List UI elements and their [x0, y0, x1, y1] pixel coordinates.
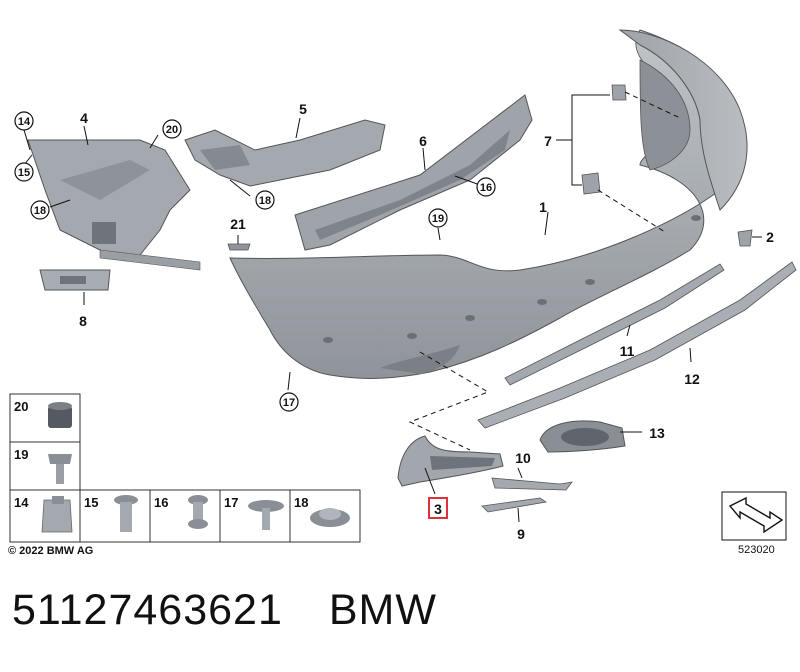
callout-9: 9 [517, 526, 525, 542]
trim-strip-part-11 [504, 263, 725, 386]
upper-bracket-part-5 [184, 119, 386, 187]
dashed-guide-lines [408, 91, 681, 451]
diagram-id: 523020 [738, 544, 775, 556]
left-bumper-bracket [27, 139, 201, 271]
flange-nut-icon [310, 508, 350, 527]
view-direction-icon [721, 491, 787, 541]
clip-part-8 [39, 269, 111, 291]
trim-part-9 [481, 497, 548, 513]
footer-caption: 51127463621 BMW [12, 586, 437, 635]
circled-callout-19: 19 [428, 208, 448, 228]
callout-3: 3 [434, 501, 442, 517]
callout-10: 10 [515, 450, 531, 466]
reflector-trim-part-3 [397, 435, 504, 487]
circled-callout-17: 17 [279, 392, 299, 412]
leader-lines [23, 94, 762, 523]
callout-6: 6 [419, 133, 427, 149]
legend-label-14: 14 [14, 495, 29, 510]
clip-nut-icon [41, 496, 73, 533]
legend-label-18: 18 [294, 495, 308, 510]
svg-text:14: 14 [18, 116, 31, 128]
brand-name: BMW [328, 586, 437, 634]
rivet-16-icon [188, 495, 208, 529]
part-number: 51127463621 [12, 586, 283, 634]
callout-11: 11 [620, 343, 635, 359]
copyright: © 2022 BMW AG [8, 545, 93, 557]
push-clip-17-icon [248, 500, 284, 530]
legend-label-20: 20 [14, 399, 28, 414]
cover-part-2 [737, 229, 753, 247]
svg-text:20: 20 [166, 124, 178, 136]
callout-5: 5 [299, 101, 307, 117]
legend-label-17: 17 [224, 495, 238, 510]
svg-text:19: 19 [432, 213, 444, 225]
screw-15-icon [114, 495, 138, 532]
bracket-part-21 [227, 243, 251, 251]
circled-callout-18-left: 18 [30, 200, 50, 220]
legend-label-16: 16 [154, 495, 168, 510]
callout-13: 13 [649, 425, 665, 441]
callout-21: 21 [230, 216, 246, 232]
callout-3-highlighted: 3 [428, 497, 448, 519]
svg-text:17: 17 [283, 397, 295, 409]
rear-bumper-cover [229, 29, 748, 379]
callout-12: 12 [684, 371, 700, 387]
circled-callout-18-right: 18 [255, 190, 275, 210]
bumper-carrier-part-6 [294, 94, 533, 251]
mounting-parts-7 [581, 84, 627, 195]
circled-callout-20: 20 [162, 119, 182, 139]
diffuser-part-12 [477, 261, 797, 429]
svg-text:18: 18 [34, 205, 46, 217]
rubber-buffer-icon [48, 402, 72, 428]
svg-text:15: 15 [18, 167, 30, 179]
screw-19-icon [48, 454, 72, 484]
circled-callout-15: 15 [14, 162, 34, 182]
callout-2: 2 [766, 229, 774, 245]
callout-7: 7 [544, 133, 552, 149]
exhaust-trim-part-13 [539, 420, 626, 453]
legend-label-19: 19 [14, 447, 28, 462]
svg-text:16: 16 [480, 182, 492, 194]
svg-text:18: 18 [259, 195, 271, 207]
callout-1: 1 [539, 199, 547, 215]
callout-8: 8 [79, 313, 87, 329]
trim-part-10 [491, 477, 573, 491]
circled-callout-14: 14 [14, 111, 34, 131]
legend-label-15: 15 [84, 495, 98, 510]
callout-4: 4 [80, 110, 88, 126]
circled-callout-16: 16 [476, 177, 496, 197]
fastener-legend: 20 19 14 15 16 17 18 [9, 393, 361, 543]
